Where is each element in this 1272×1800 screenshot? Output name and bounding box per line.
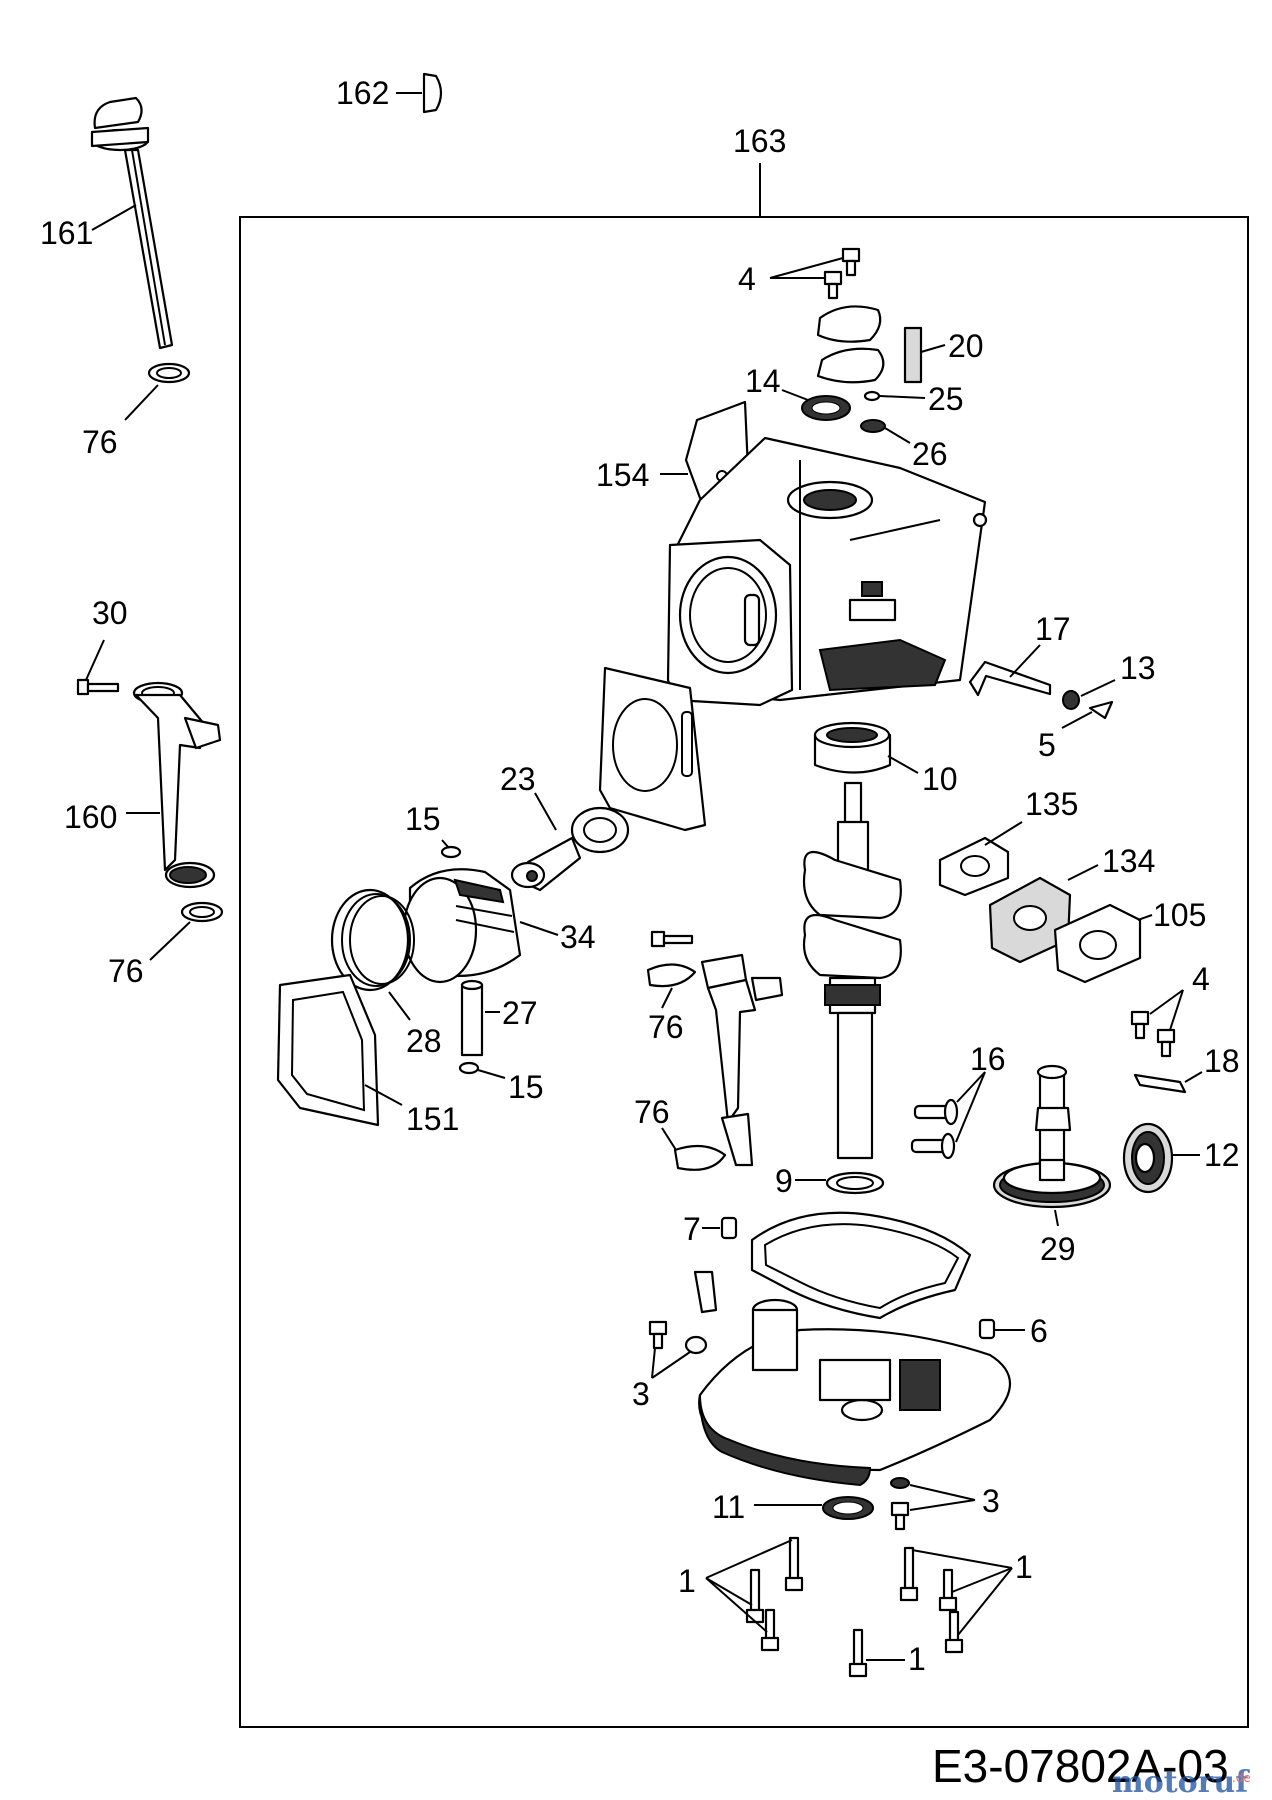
label-134: 134 <box>1102 843 1155 879</box>
part-76-washer-c <box>646 963 697 988</box>
label-23: 23 <box>500 761 536 797</box>
label-76c: 76 <box>648 1009 684 1045</box>
label-3b: 3 <box>982 1483 1000 1519</box>
label-163: 163 <box>733 123 786 159</box>
label-17: 17 <box>1035 611 1071 647</box>
part-20-plate <box>903 326 923 384</box>
label-13: 13 <box>1120 650 1156 686</box>
label-151: 151 <box>406 1101 459 1137</box>
label-29: 29 <box>1040 1231 1076 1267</box>
part-head-gasket <box>598 666 707 832</box>
label-7: 7 <box>683 1211 701 1247</box>
part-valve-cover <box>816 347 885 384</box>
part-160-oil-fill-tube <box>132 681 222 889</box>
part-5-clip <box>1088 700 1114 720</box>
part-25-clip <box>863 390 881 402</box>
leader-76a <box>124 384 159 421</box>
part-15-clip-a <box>440 845 462 859</box>
part-28-piston-rings <box>330 888 415 992</box>
part-34-piston <box>402 868 522 984</box>
part-6-dowel <box>978 1318 996 1340</box>
part-76-washer-a <box>147 362 191 384</box>
label-4a: 4 <box>738 261 756 297</box>
part-sump-crankcase-cover <box>698 1298 1012 1487</box>
label-1c: 1 <box>908 1641 926 1677</box>
label-34: 34 <box>560 919 596 955</box>
part-3-drain-plug-a <box>648 1320 708 1355</box>
svg-text:.de: .de <box>1232 1771 1251 1785</box>
label-14: 14 <box>745 363 781 399</box>
part-15-clip-b <box>458 1061 480 1075</box>
part-76-washer-b <box>180 901 224 923</box>
assembly-163-frame <box>239 216 1249 1728</box>
part-oil-fill-tube-inner <box>700 953 784 1167</box>
part-76-washer-d <box>673 1144 727 1171</box>
label-1b: 1 <box>1015 1549 1033 1585</box>
part-105-gasket <box>1053 903 1142 984</box>
label-15a: 15 <box>405 801 441 837</box>
part-29-camshaft <box>992 1064 1112 1209</box>
label-27: 27 <box>502 995 538 1031</box>
part-26-washer <box>860 419 886 433</box>
label-6: 6 <box>1030 1313 1048 1349</box>
label-20: 20 <box>948 328 984 364</box>
label-1a: 1 <box>678 1563 696 1599</box>
leader-161 <box>91 204 137 231</box>
part-bracket <box>693 1270 718 1314</box>
label-105: 105 <box>1153 897 1206 933</box>
part-valve-cover-gasket <box>816 305 882 343</box>
part-12-governor-gear <box>1122 1122 1174 1194</box>
part-1-bolts <box>745 1536 964 1678</box>
part-3-drain-plug-b <box>890 1477 910 1531</box>
label-28: 28 <box>406 1023 442 1059</box>
label-154: 154 <box>596 457 649 493</box>
label-5: 5 <box>1038 727 1056 763</box>
part-7-dowel <box>720 1216 738 1240</box>
label-161: 161 <box>40 215 93 251</box>
label-11: 11 <box>712 1489 745 1525</box>
label-76b: 76 <box>108 953 144 989</box>
part-17-rod <box>968 660 1052 697</box>
part-27-piston-pin <box>460 979 484 1057</box>
label-30: 30 <box>92 595 128 631</box>
label-3a: 3 <box>632 1376 650 1412</box>
part-30-bolt <box>76 678 120 696</box>
label-160: 160 <box>64 799 117 835</box>
label-12: 12 <box>1204 1137 1240 1173</box>
part-4-screws-top <box>823 247 861 300</box>
label-162: 162 <box>336 75 389 111</box>
drawing-code: E3-07802A-03 <box>932 1740 1229 1792</box>
part-4-screws-right <box>1130 1010 1176 1058</box>
watermark-logo: motoruf .de <box>1112 1765 1251 1800</box>
label-15b: 15 <box>508 1069 544 1105</box>
label-26: 26 <box>912 436 948 472</box>
part-23-connecting-rod <box>510 806 630 892</box>
label-76d: 76 <box>634 1094 670 1130</box>
label-25: 25 <box>928 381 964 417</box>
label-10: 10 <box>922 761 958 797</box>
part-13-ring <box>1062 690 1080 710</box>
part-161-dipstick <box>90 96 174 350</box>
part-bolt-mid <box>650 930 694 948</box>
part-18-plate <box>1133 1073 1187 1094</box>
part-135-gasket <box>938 836 1010 897</box>
svg-text:motoruf: motoruf <box>1112 1765 1250 1800</box>
part-10-bearing <box>813 721 892 774</box>
part-16-tappets <box>910 1098 959 1160</box>
part-162-woodruff-key <box>422 72 443 114</box>
part-crankshaft <box>802 781 902 1160</box>
label-135: 135 <box>1025 786 1078 822</box>
part-9-washer <box>825 1171 885 1195</box>
part-cylinder-block <box>666 436 988 707</box>
label-4b: 4 <box>1192 961 1210 997</box>
label-18: 18 <box>1204 1043 1240 1079</box>
label-76a: 76 <box>82 424 118 460</box>
label-9: 9 <box>775 1163 793 1199</box>
label-16: 16 <box>970 1041 1006 1077</box>
